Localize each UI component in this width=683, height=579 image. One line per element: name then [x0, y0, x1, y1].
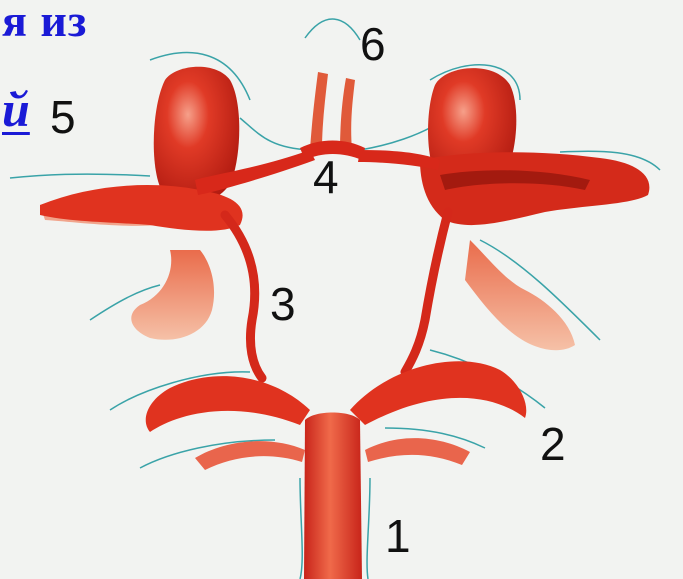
- slide-link-fragment[interactable]: й: [2, 80, 30, 138]
- basilar-artery: [304, 413, 362, 579]
- label-1: 1: [385, 510, 411, 562]
- anterior-cerebral: [300, 72, 365, 160]
- left-carotid: [40, 67, 315, 231]
- slide-heading-fragment: я из: [2, 0, 87, 47]
- label-4: 4: [313, 151, 339, 203]
- label-2: 2: [540, 418, 566, 470]
- label-6: 6: [360, 18, 386, 70]
- label-5: 5: [50, 91, 76, 143]
- posterior-communicating: [225, 212, 448, 378]
- right-carotid: [358, 68, 649, 225]
- label-3: 3: [270, 278, 296, 330]
